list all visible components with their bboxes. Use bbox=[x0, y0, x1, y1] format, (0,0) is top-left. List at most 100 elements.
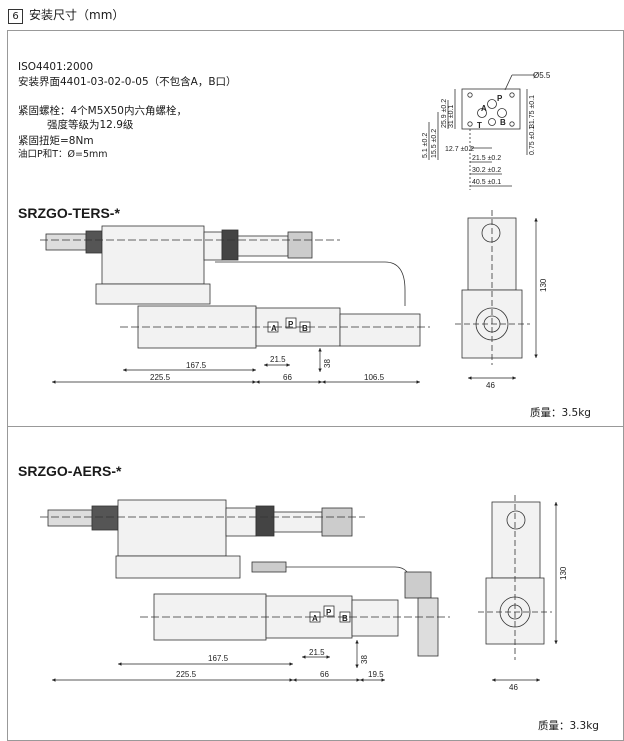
port-p-hole bbox=[487, 99, 497, 109]
model-2-name: SRZGO-AERS-* bbox=[18, 463, 122, 479]
side-width-label: 46 bbox=[509, 683, 518, 692]
hole-dia-label: Ø5.5 bbox=[533, 71, 551, 80]
dim-21-5: 21.5 ±0.2 bbox=[472, 155, 501, 162]
port-t-hole bbox=[488, 118, 496, 126]
connector-knurl bbox=[85, 230, 103, 254]
sensor-tube bbox=[351, 599, 399, 637]
side-width-label: 46 bbox=[486, 381, 495, 390]
bolt-hole bbox=[509, 92, 515, 98]
dim-25-9: 25.9 ±0.2 bbox=[441, 99, 448, 128]
model-1-dim-labels: 167.5 225.5 66 106.5 21.5 38 A P B bbox=[150, 320, 385, 382]
connector-body bbox=[417, 597, 439, 657]
sensor-body bbox=[273, 511, 323, 533]
interface-outline bbox=[461, 88, 521, 130]
port-a-label: A bbox=[481, 104, 487, 113]
dim-15-5: 15.5 ±0.2 bbox=[431, 129, 438, 158]
spec-standard: ISO4401:2000 bbox=[18, 61, 94, 73]
angle-connector bbox=[404, 571, 432, 599]
electronics-housing bbox=[117, 499, 227, 557]
dim-label: 66 bbox=[320, 670, 329, 679]
sensor-tube bbox=[339, 313, 421, 347]
sensor-body bbox=[237, 235, 289, 257]
port-b-text: B bbox=[302, 324, 308, 333]
model-1-weight: 质量：3.5kg bbox=[530, 407, 591, 419]
dim-40-5: 40.5 ±0.1 bbox=[472, 179, 501, 186]
port-a-text: A bbox=[312, 614, 318, 623]
dim-label: 225.5 bbox=[176, 670, 197, 679]
port-t-label: T bbox=[477, 121, 482, 130]
port-b-text: B bbox=[342, 614, 348, 623]
dim-label: 38 bbox=[360, 655, 369, 664]
electronics-housing bbox=[101, 225, 205, 285]
model-2-dim-labels: 167.5 225.5 66 19.5 21.5 38 A P B bbox=[176, 608, 384, 679]
port-p-box bbox=[323, 605, 335, 617]
port-a-text: A bbox=[271, 324, 277, 333]
bolt-hole bbox=[467, 121, 473, 127]
model-1-dims bbox=[52, 348, 420, 384]
side-connector bbox=[481, 223, 501, 243]
housing-base bbox=[115, 555, 241, 579]
side-height-label: 130 bbox=[539, 278, 548, 292]
port-b-hole bbox=[497, 108, 507, 118]
cable-plug bbox=[251, 561, 287, 573]
coil-knurl bbox=[221, 229, 239, 261]
connector-plug bbox=[47, 509, 93, 527]
dim-0-75: 0.75 ±0.1 bbox=[529, 126, 536, 155]
cable bbox=[215, 261, 406, 306]
dim-label: 19.5 bbox=[368, 670, 384, 679]
cable bbox=[286, 566, 413, 586]
dim-label: 225.5 bbox=[150, 373, 171, 382]
interface-labels: Ø5.5 A P B T 31 ±0.1 25.9 ±0.2 15.5 ±0.2… bbox=[422, 71, 551, 186]
port-p-text: P bbox=[288, 320, 294, 329]
model-2-side-dims bbox=[492, 502, 558, 682]
dim-label: 167.5 bbox=[186, 361, 207, 370]
side-height-label: 130 bbox=[559, 566, 568, 580]
leader-line bbox=[504, 74, 513, 91]
dim-label: 66 bbox=[283, 373, 292, 382]
section-number: 6 bbox=[8, 9, 23, 24]
bolt-hole bbox=[509, 121, 515, 127]
model-1-side-dims bbox=[468, 218, 538, 380]
port-a-hole bbox=[477, 108, 487, 118]
port-p-label: P bbox=[497, 94, 503, 103]
coil-neck bbox=[225, 507, 257, 537]
connector-knurl bbox=[91, 505, 119, 531]
spec-bolt-grade: 强度等级为12.9级 bbox=[47, 119, 134, 131]
connector-plug bbox=[45, 233, 87, 251]
section-heading: 6 安装尺寸（mm） bbox=[8, 6, 124, 24]
model-2-dims bbox=[52, 640, 385, 682]
sensor-nut bbox=[287, 231, 313, 259]
dim-5-1: 5.1 ±0.2 bbox=[422, 133, 429, 158]
dim-label: 167.5 bbox=[208, 654, 229, 663]
spec-interface: 安装界面4401-03-02-0-05（不包含A，B口） bbox=[18, 76, 237, 88]
bolt-hole bbox=[467, 92, 473, 98]
model-2-front-view bbox=[40, 499, 450, 657]
port-p-text: P bbox=[326, 608, 332, 617]
dim-label: 21.5 bbox=[270, 355, 286, 364]
model-2-weight: 质量：3.3kg bbox=[538, 720, 599, 732]
dim-12-7: 12.7 ±0.2 bbox=[445, 146, 474, 153]
model-1-name: SRZGO-TERS-* bbox=[18, 205, 120, 221]
dim-label: 38 bbox=[323, 359, 332, 368]
coil-neck bbox=[203, 231, 223, 261]
port-b-label: B bbox=[500, 118, 506, 127]
side-connector bbox=[506, 510, 526, 530]
interface-diagram bbox=[428, 74, 535, 190]
dim-31-75: 31.75 ±0.1 bbox=[529, 95, 536, 128]
housing-base bbox=[95, 283, 211, 305]
model-1-side-view bbox=[455, 210, 530, 365]
spec-torque: 紧固扭矩=8Nm bbox=[18, 135, 94, 147]
dim-label: 21.5 bbox=[309, 648, 325, 657]
coil-knurl bbox=[255, 505, 275, 537]
section-title: 安装尺寸（mm） bbox=[29, 8, 125, 22]
model-1-front-view bbox=[40, 225, 430, 349]
model-2-side-view bbox=[478, 495, 552, 660]
dim-30-2: 30.2 ±0.2 bbox=[472, 167, 501, 174]
dim-31: 31 ±0.1 bbox=[448, 105, 455, 128]
port-p-box bbox=[285, 317, 297, 329]
spec-bolts: 紧固螺栓：4个M5X50内六角螺栓， bbox=[18, 105, 187, 117]
sensor-nut bbox=[321, 507, 353, 537]
spec-ports: 油口P和T：Ø=5mm bbox=[18, 149, 108, 160]
dim-label: 106.5 bbox=[364, 373, 385, 382]
